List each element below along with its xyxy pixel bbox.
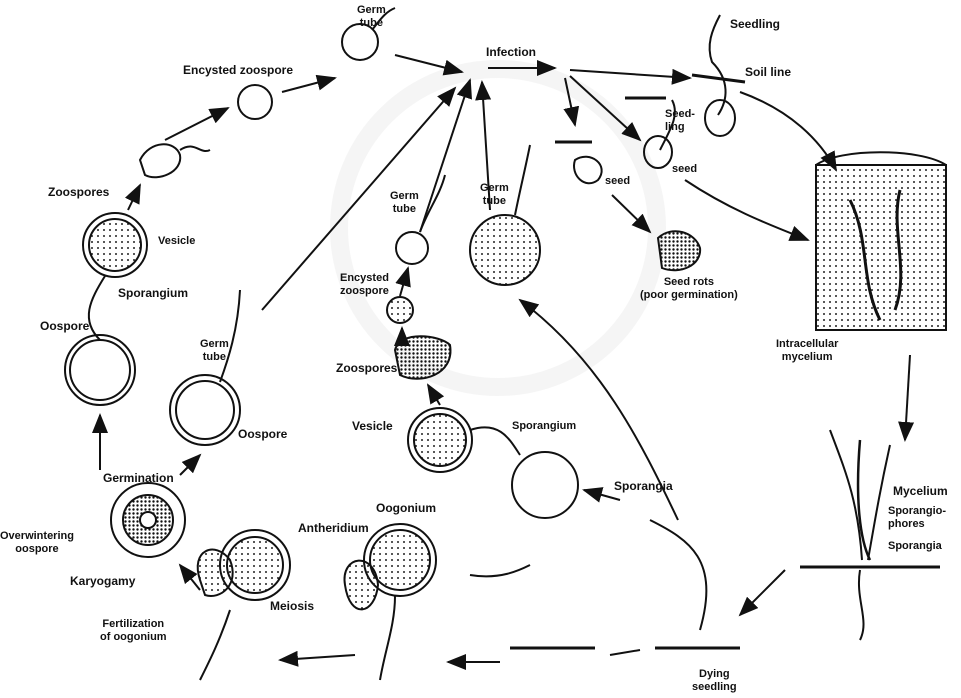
label-sporangia-dying: Sporangia — [614, 480, 673, 493]
label-antheridium: Antheridium — [298, 522, 369, 535]
label-germ-tube-right: Germ tube — [480, 182, 509, 208]
encysted-zoospore-top — [238, 85, 272, 119]
encysted-zoospore-mid — [387, 297, 413, 323]
arrow-germ-to-infection — [395, 55, 462, 72]
zoospore-mid — [395, 336, 450, 379]
label-soil-line: Soil line — [745, 66, 791, 79]
label-oogonium: Oogonium — [376, 502, 436, 515]
label-oospore-germ: Oospore — [238, 428, 287, 441]
arrow-to-seedling-mid — [570, 76, 640, 140]
label-sporangiophores: Sporangio- phores — [888, 505, 946, 531]
arrow-meiosis — [280, 655, 355, 660]
sporangium-mid — [512, 452, 578, 518]
seed-rots — [658, 231, 700, 270]
arrow-cyst-to-germ — [282, 78, 335, 92]
label-zoospores-mid: Zoospores — [336, 362, 397, 375]
label-encysted-zoospore-mid: Encysted zoospore — [340, 272, 389, 298]
label-germ-tube-left: Germ tube — [200, 338, 229, 364]
label-intracellular-mycelium: Intracellular mycelium — [776, 338, 838, 364]
label-germ-tube-top: Germ tube — [357, 4, 386, 30]
encysted-germ-mid — [396, 232, 428, 264]
label-sporangium-mid: Sporangium — [512, 420, 576, 433]
label-seed-a: seed — [605, 175, 630, 188]
label-seed-b: seed — [672, 163, 697, 176]
arrow-to-seed — [565, 78, 575, 125]
germ-tube-sporangium-right — [470, 215, 540, 285]
label-sporangia-right: Sporangia — [888, 540, 942, 553]
arrow-to-seedling — [570, 70, 690, 78]
label-oospore-left: Oospore — [40, 320, 89, 333]
tissue-block — [816, 165, 946, 330]
label-germ-tube-mid: Germ tube — [390, 190, 419, 216]
label-seedling-mid: Seed- ling — [665, 108, 695, 134]
label-dying-seedling: Dying seedling — [692, 668, 737, 694]
zoospore-left — [140, 144, 180, 177]
sporangium-stalk — [89, 276, 105, 340]
fallen-seedling — [470, 565, 530, 576]
label-encysted-zoospore-top: Encysted zoospore — [183, 64, 293, 77]
label-infection: Infection — [486, 46, 536, 59]
label-seedling-top: Seedling — [730, 18, 780, 31]
label-seed-rots: Seed rots (poor germination) — [640, 276, 738, 302]
label-sporangium-left: Sporangium — [118, 287, 188, 300]
oospore-left-ring — [65, 335, 135, 405]
label-meiosis: Meiosis — [270, 600, 314, 613]
label-karyogamy: Karyogamy — [70, 575, 135, 588]
arrow-zoospore-to-cyst — [165, 108, 228, 140]
oospore-germinating — [170, 375, 240, 445]
label-fertilization: Fertilization of oogonium — [100, 618, 167, 644]
label-mycelium: Mycelium — [893, 485, 948, 498]
germ-tube-left-path — [220, 290, 240, 382]
label-vesicle-left: Vesicle — [158, 235, 195, 248]
label-germination: Germination — [103, 472, 174, 485]
dying-seedling — [650, 520, 706, 630]
label-overwintering-oospore: Overwintering oospore — [0, 530, 74, 556]
label-zoospores-left: Zoospores — [48, 186, 109, 199]
label-vesicle-mid: Vesicle — [352, 420, 393, 433]
rotting-seed — [574, 157, 602, 183]
